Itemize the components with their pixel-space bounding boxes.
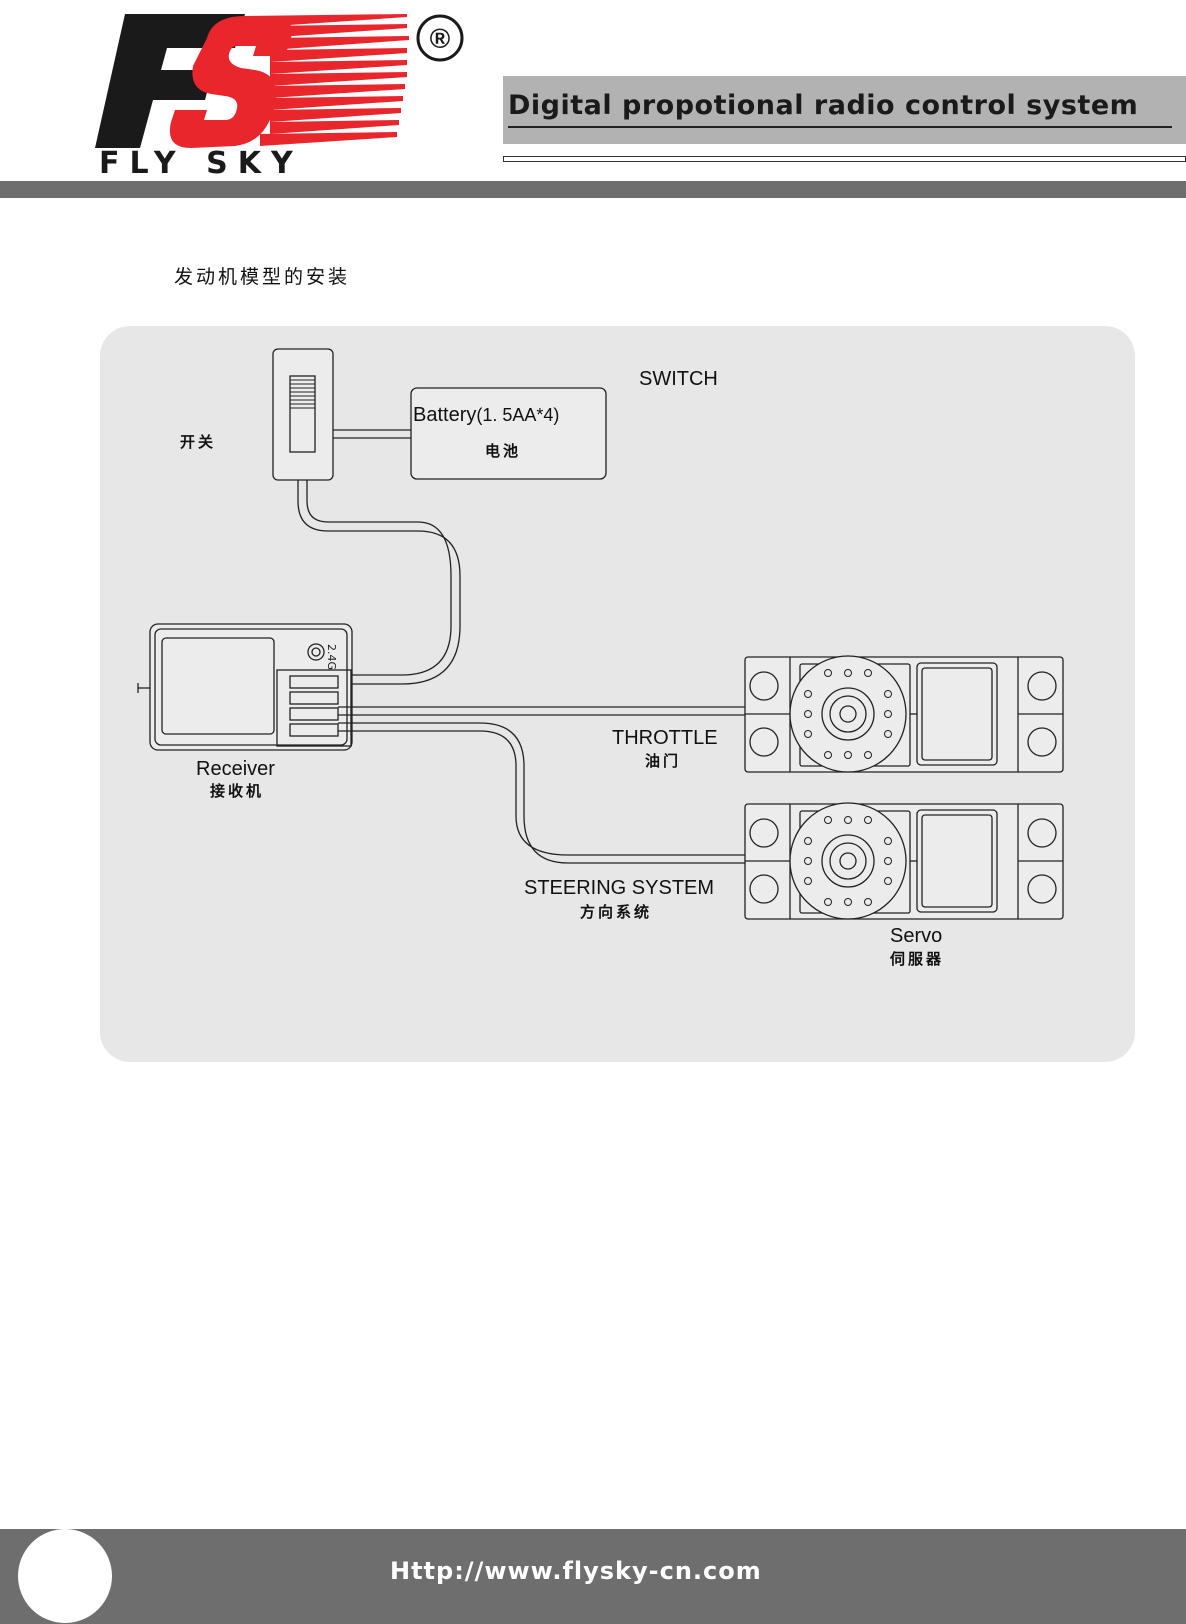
footer-band: Http://www.flysky-cn.com: [0, 1529, 1186, 1624]
steering-en-label: STEERING SYSTEM: [524, 877, 714, 900]
header-divider: [503, 156, 1186, 162]
header-band: Digital propotional radio control system: [503, 76, 1186, 144]
header-title: Digital propotional radio control system: [508, 90, 1138, 121]
battery-spec: (1. 5AA*4): [476, 405, 559, 425]
switch-icon: [273, 349, 333, 480]
receiver-en-label: Receiver: [196, 758, 275, 781]
steering-cn-label: 方向系统: [580, 901, 652, 922]
throttle-en-label: THROTTLE: [612, 727, 718, 750]
registered-mark: ®: [430, 23, 451, 54]
logo-wordmark: FLY SKY: [99, 146, 303, 178]
footer-url[interactable]: Http://www.flysky-cn.com: [390, 1557, 762, 1585]
throttle-servo-icon: [745, 656, 1063, 772]
flysky-logo: ® FLY SKY: [95, 8, 475, 178]
wiring-diagram: 2.4G 开关 SWITCH Battery(1. 5AA*4) 电池 Rece…: [100, 326, 1135, 1062]
battery-cn-label: 电池: [485, 440, 521, 461]
receiver-cn-label: 接收机: [210, 780, 264, 801]
steering-servo-icon: [745, 803, 1063, 919]
battery-icon: [411, 388, 606, 479]
top-bar: [0, 181, 1186, 198]
switch-cn-label: 开关: [180, 431, 216, 452]
header-underline: [508, 126, 1172, 128]
battery-name: Battery: [413, 404, 476, 426]
receiver-icon: [138, 624, 352, 750]
servo-en-label: Servo: [890, 925, 942, 948]
page-number-circle: [18, 1529, 112, 1623]
servo-cn-label: 伺服器: [890, 948, 944, 969]
receiver-model-label: 2.4G: [325, 644, 338, 670]
switch-en-label: SWITCH: [639, 368, 718, 391]
throttle-cn-label: 油门: [645, 750, 681, 771]
section-title: 发动机模型的安装: [174, 262, 350, 289]
battery-en-label: Battery(1. 5AA*4): [413, 404, 559, 427]
